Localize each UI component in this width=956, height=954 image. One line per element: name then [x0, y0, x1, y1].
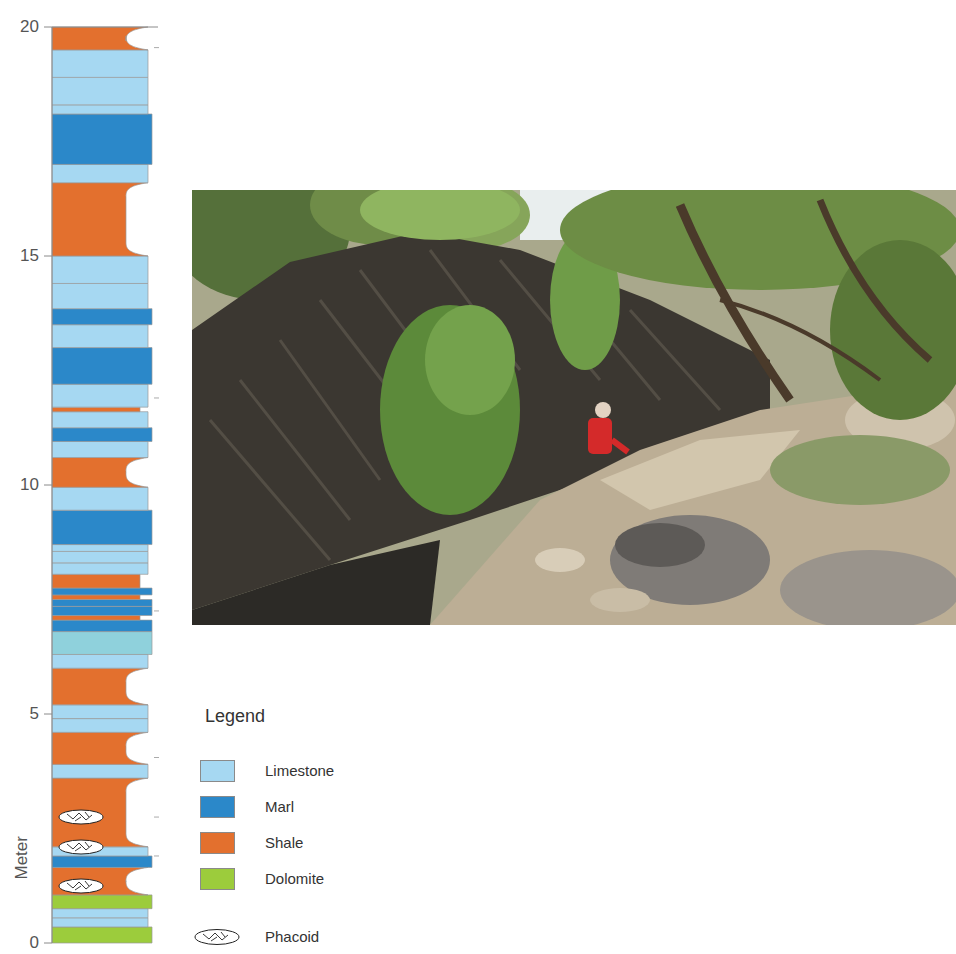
axis-label: 10 [20, 475, 39, 495]
rock-bed [52, 164, 148, 182]
rock-bed [52, 719, 148, 733]
rock-bed [52, 632, 152, 655]
phacoid-symbol [59, 879, 103, 893]
rock-bed [52, 510, 152, 544]
rock-bed [52, 114, 152, 164]
rock-bed [52, 595, 140, 600]
rock-bed [52, 428, 152, 442]
legend-swatch [200, 868, 235, 890]
rock-bed [52, 764, 148, 778]
legend-swatch [200, 760, 235, 782]
rock-bed [52, 927, 152, 943]
rock-bed [52, 616, 140, 621]
rock-bed [52, 668, 148, 705]
phacoid-legend-symbol [195, 930, 239, 945]
axis-label: 0 [30, 933, 39, 953]
rock-bed [52, 732, 148, 764]
rock-bed [52, 778, 148, 847]
legend-text: Limestone [265, 762, 334, 779]
depth-axis [44, 27, 159, 943]
legend-text: Shale [265, 834, 303, 851]
rock-bed [52, 551, 148, 562]
rock-bed [52, 620, 152, 631]
rock-bed [52, 325, 148, 348]
rock-bed [52, 895, 152, 909]
rock-bed [52, 545, 148, 552]
legend-title: Legend [205, 706, 265, 727]
rock-bed [52, 183, 148, 256]
rock-bed [52, 348, 152, 385]
rock-bed [52, 77, 148, 104]
rock-bed [52, 256, 148, 283]
rock-bed [52, 412, 148, 428]
axis-tick [44, 256, 52, 257]
rock-bed [52, 309, 152, 325]
rock-bed [52, 407, 140, 412]
phacoid-group [59, 810, 103, 893]
rock-bed [52, 574, 140, 588]
rock-bed [52, 606, 152, 615]
axis-label: 20 [20, 17, 39, 37]
rock-bed [52, 654, 148, 668]
bed-group [52, 27, 152, 943]
axis-tick [44, 714, 52, 715]
rock-bed [52, 441, 148, 457]
rock-bed [52, 867, 148, 894]
rock-bed [52, 50, 148, 77]
rock-bed [52, 458, 148, 488]
axis-label: 5 [30, 704, 39, 724]
rock-bed [52, 918, 148, 927]
rock-bed [52, 856, 152, 867]
rock-bed [52, 600, 152, 607]
phacoid-symbol [59, 840, 103, 854]
rock-bed [52, 909, 148, 918]
legend-swatch [200, 796, 235, 818]
legend-text: Phacoid [265, 928, 319, 945]
rock-bed [52, 283, 148, 308]
phacoid-symbol [59, 810, 103, 824]
rock-bed [52, 384, 148, 407]
rock-bed [52, 588, 152, 595]
rock-bed [52, 705, 148, 719]
rock-bed [52, 487, 148, 510]
legend-text: Dolomite [265, 870, 324, 887]
rock-bed [52, 563, 148, 574]
rock-bed [52, 105, 148, 114]
legend-swatch [200, 832, 235, 854]
axis-tick [44, 943, 52, 944]
axis-label: 15 [20, 246, 39, 266]
legend-text: Marl [265, 798, 294, 815]
axis-title: Meter [12, 836, 32, 879]
rock-bed [52, 27, 148, 50]
axis-tick [44, 485, 52, 486]
